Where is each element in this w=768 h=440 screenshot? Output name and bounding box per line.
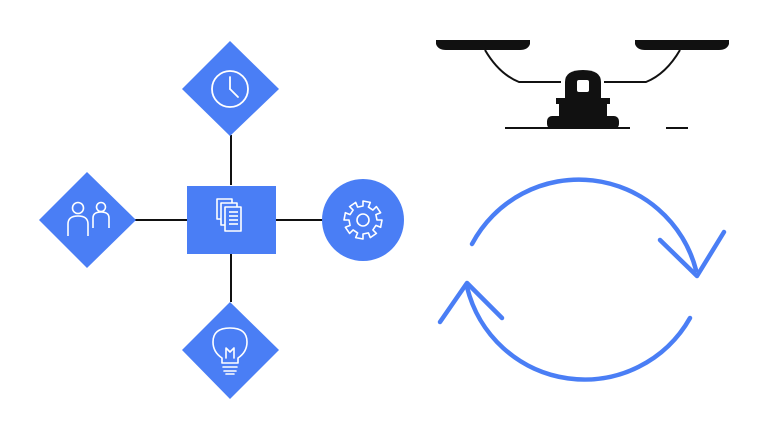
- cycle-arc-top: [469, 177, 699, 273]
- users-icon: [67, 201, 110, 236]
- cycle-arrowhead-right: [657, 229, 727, 279]
- hub-connectors: [133, 135, 323, 302]
- balance-left-plate: [436, 40, 530, 50]
- hub-node-users: [39, 172, 136, 268]
- gear-icon: [343, 200, 383, 240]
- document-icon: [216, 198, 242, 232]
- hub-node-gear: [322, 179, 404, 261]
- seesaw-balance-icon: [436, 40, 729, 129]
- balance-pivot: [547, 70, 619, 129]
- circle-shape: [322, 179, 404, 261]
- balance-right-plate: [635, 40, 729, 50]
- hub-node-lightbulb: [182, 302, 279, 399]
- lightbulb-icon: [212, 327, 248, 375]
- refresh-cycle-icon: [437, 177, 727, 382]
- balance-arms: [484, 49, 681, 83]
- hub-node-clock: [182, 41, 279, 136]
- clock-icon: [211, 70, 249, 108]
- cycle-arc-bottom: [464, 284, 693, 382]
- cycle-arrowhead-left: [437, 280, 505, 325]
- hub-center-node: [187, 186, 276, 254]
